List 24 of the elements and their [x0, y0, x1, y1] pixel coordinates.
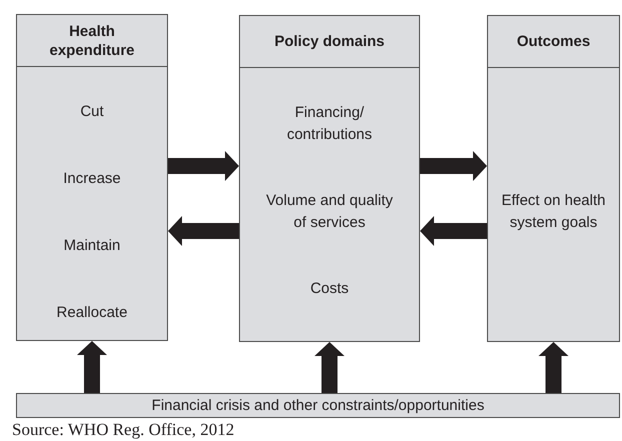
column-heading: Outcomes	[516, 32, 592, 51]
block-arrow	[168, 216, 239, 246]
block-arrow	[420, 151, 487, 181]
column-panel	[239, 15, 420, 342]
column-item: Effect on health system goals	[500, 191, 606, 233]
column-heading: Policy domains	[273, 32, 386, 51]
column-item: Financing/ contributions	[286, 103, 374, 145]
column-panel	[487, 15, 620, 342]
column-panel	[16, 14, 168, 341]
block-arrow	[168, 151, 239, 181]
block-arrow	[77, 341, 107, 393]
bar-label: Financial crisis and other constraints/opportunities	[150, 396, 486, 416]
column-item: Cut	[79, 102, 105, 122]
block-arrow	[538, 342, 568, 393]
block-arrow	[314, 342, 344, 393]
column-item: Maintain	[62, 236, 122, 256]
column-item: Reallocate	[56, 303, 128, 323]
column-heading: Health expenditure	[48, 22, 136, 60]
column-item: Volume and quality of services	[265, 191, 394, 233]
column-item: Costs	[309, 279, 350, 299]
block-arrow	[420, 216, 487, 246]
constraints-bar	[16, 393, 620, 418]
column-item: Increase	[62, 169, 122, 189]
source-caption: Source: WHO Reg. Office, 2012	[12, 420, 234, 440]
